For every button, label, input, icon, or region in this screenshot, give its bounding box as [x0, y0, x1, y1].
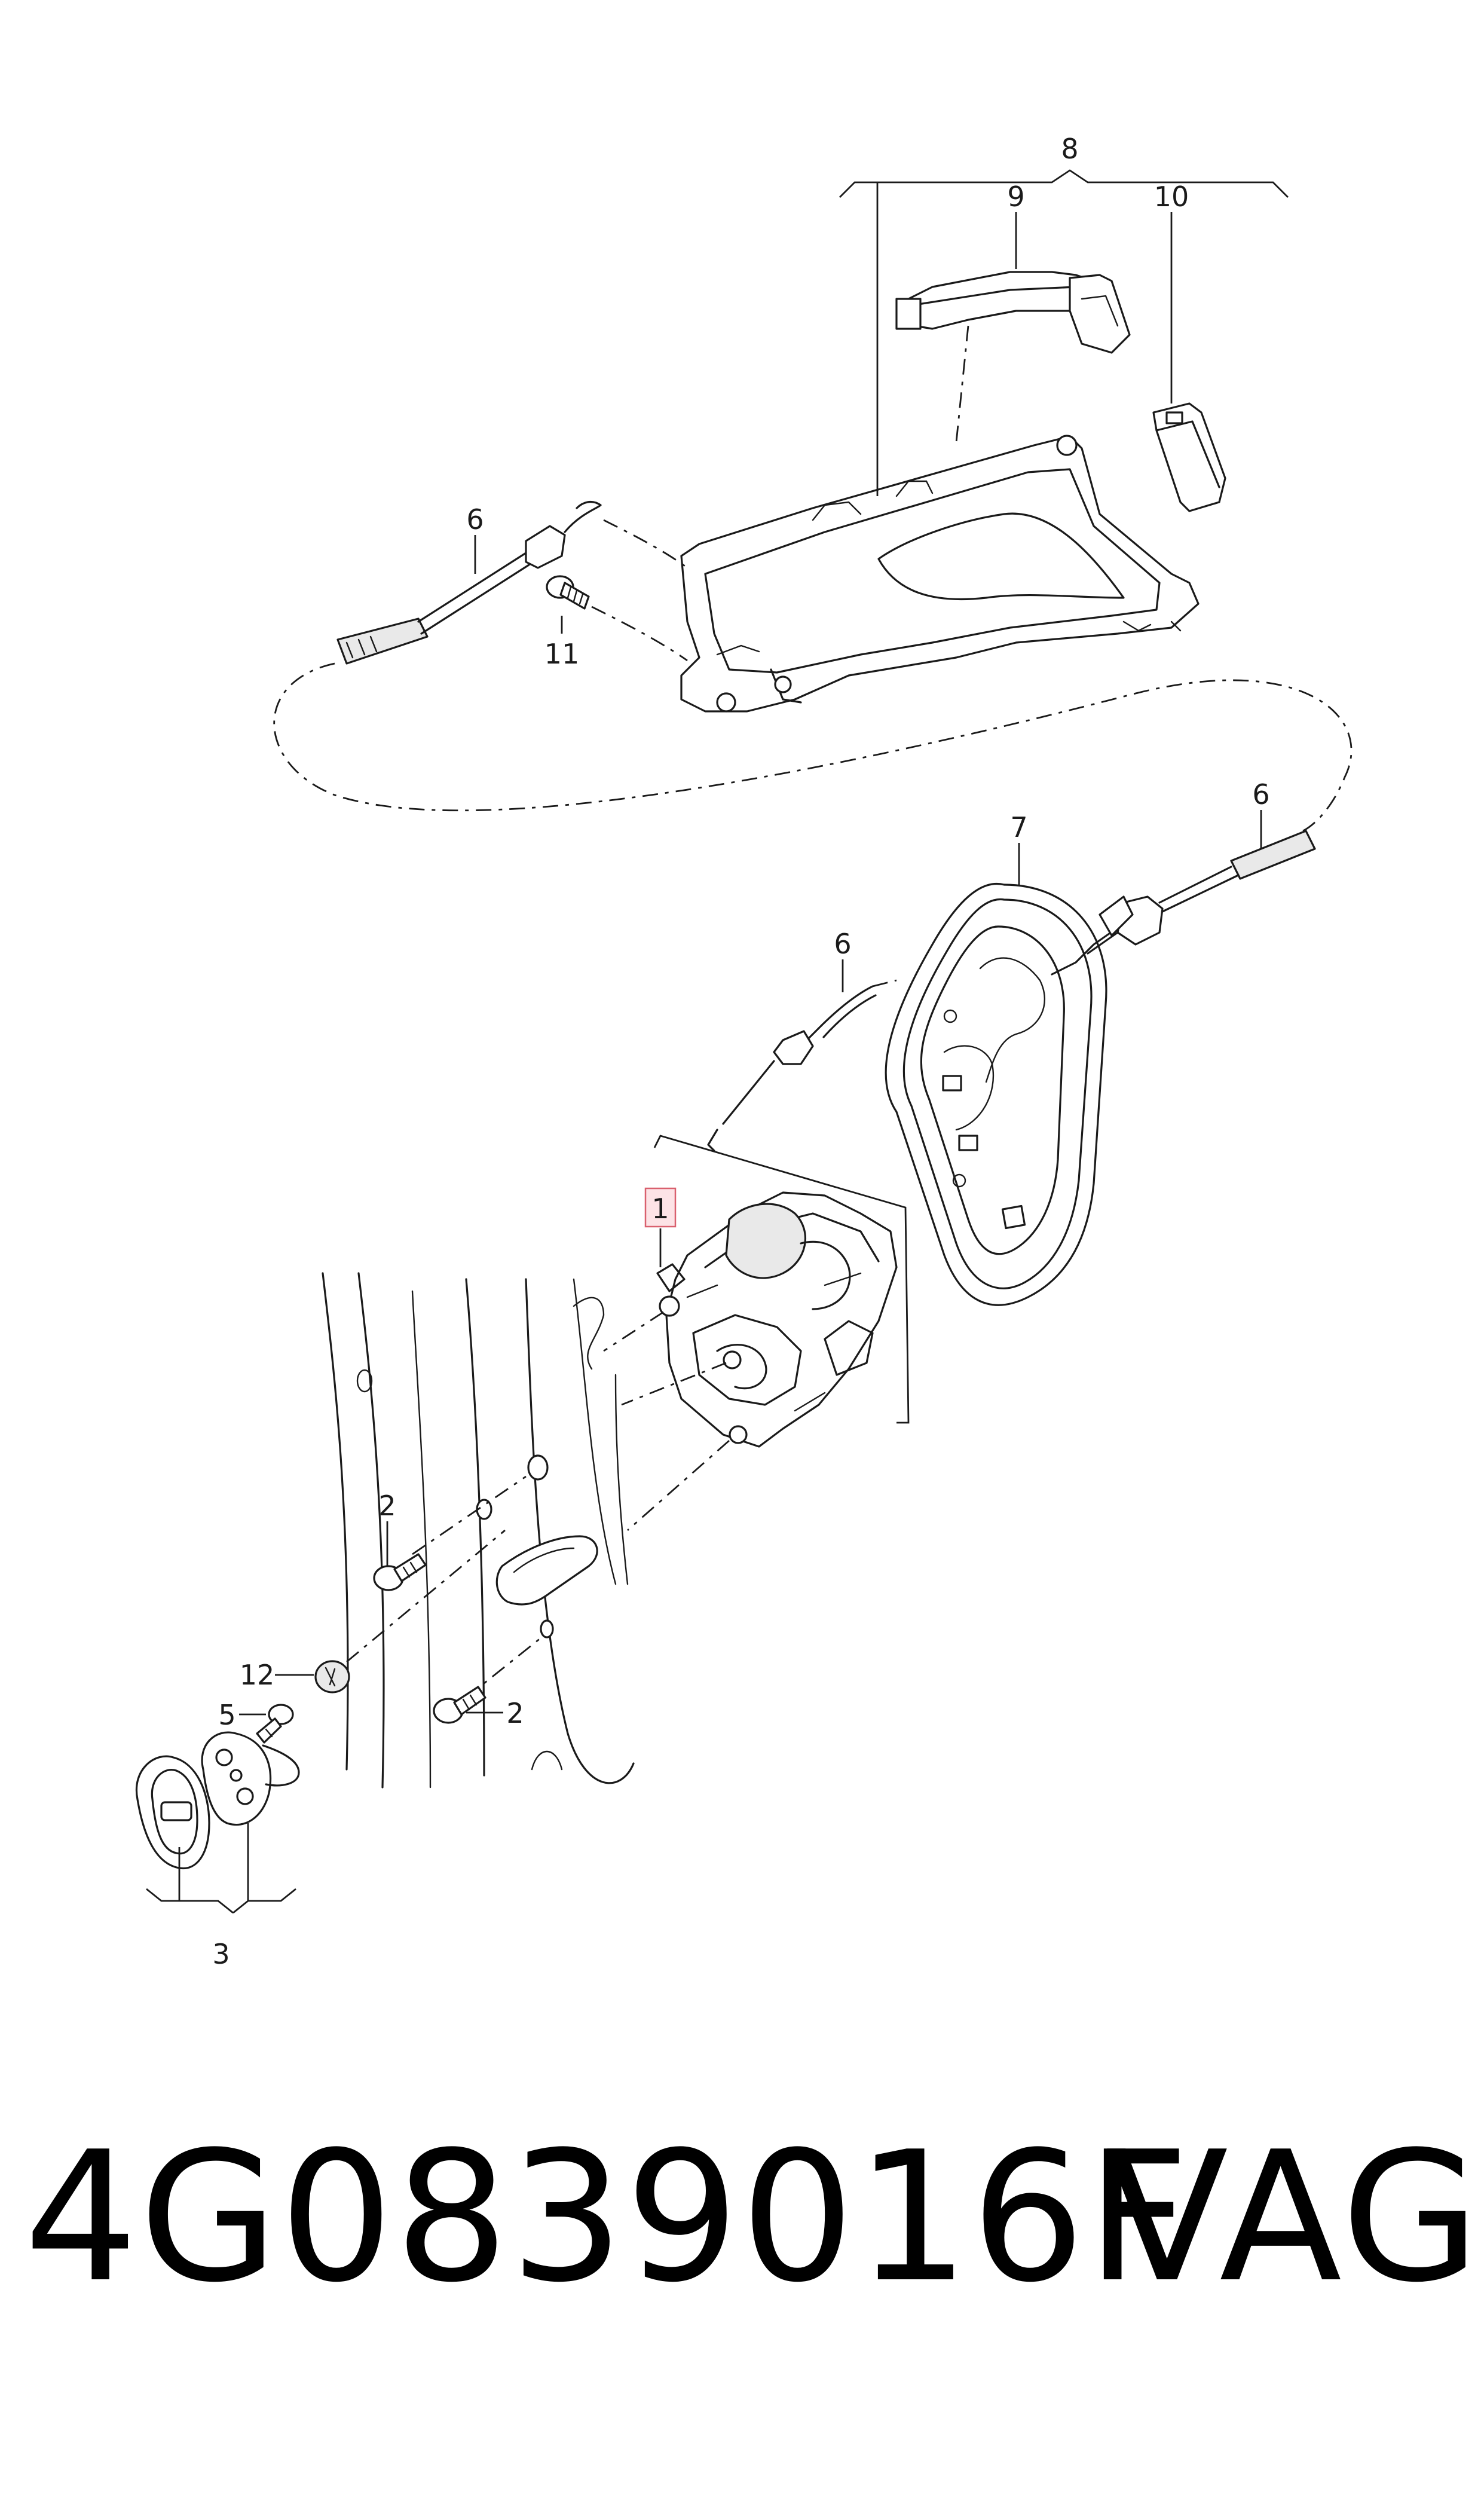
dash-line-screw2-lower: [466, 1637, 541, 1699]
screw-part-2-lower: [433, 1686, 486, 1724]
callout-2-lower: 2: [506, 1697, 524, 1729]
striker-plate-part-3: [135, 1731, 300, 1870]
dash-line-lock-to-pillar-2: [621, 1362, 727, 1406]
callout-3: 3: [212, 1938, 230, 1970]
washer-part-12: [314, 1660, 350, 1693]
callout-10: 10: [1154, 181, 1189, 213]
callout-6-top: 6: [466, 503, 484, 536]
bracket-3: [146, 1823, 296, 1914]
screw-part-2-upper: [373, 1553, 427, 1591]
callout-7: 7: [1010, 811, 1027, 843]
cable-part-6-right: [1051, 830, 1316, 976]
callout-9: 9: [1007, 181, 1024, 213]
callout-2-upper: 2: [378, 1490, 396, 1522]
callout-5: 5: [218, 1699, 235, 1731]
callout-11: 11: [544, 638, 580, 670]
dash-line-washer-12: [346, 1529, 506, 1663]
brand-name: VAG: [1106, 2113, 1483, 2322]
dash-line-trim-to-frame: [955, 325, 969, 443]
screw-part-11: [546, 575, 590, 610]
cable-part-6-top: [336, 500, 602, 665]
handle-trim-part-9: [895, 271, 1131, 354]
callout-12: 12: [240, 1659, 275, 1691]
bracket-8: [839, 169, 1289, 198]
dash-line-cable-to-frame: [603, 519, 688, 569]
callout-1-highlight: [644, 1187, 677, 1228]
connector-part-10: [1152, 402, 1226, 512]
dash-line-lock-to-pillar-3: [627, 1439, 730, 1531]
dash-line-screw2-upper: [412, 1475, 527, 1555]
dash-line-screw-to-frame: [591, 606, 688, 662]
callout-6-right: 6: [1252, 778, 1269, 811]
callout-8: 8: [1061, 133, 1078, 165]
door-lock-part-1: [656, 1191, 898, 1448]
screw-part-5: [256, 1704, 294, 1744]
callout-6-middle: 6: [834, 928, 851, 960]
part-number: 4G0839016F: [24, 2113, 1191, 2322]
callout-1: 1: [651, 1193, 669, 1225]
door-handle-frame: [680, 435, 1200, 713]
dash-line-lock-to-pillar-1: [603, 1311, 664, 1352]
lock-bracket: [653, 1135, 910, 1424]
door-pillar: [322, 1272, 635, 1789]
cable-part-6-middle: [707, 979, 897, 1152]
door-seal-part-7: [885, 883, 1107, 1306]
dash-line-cable-loop: [273, 662, 1353, 832]
